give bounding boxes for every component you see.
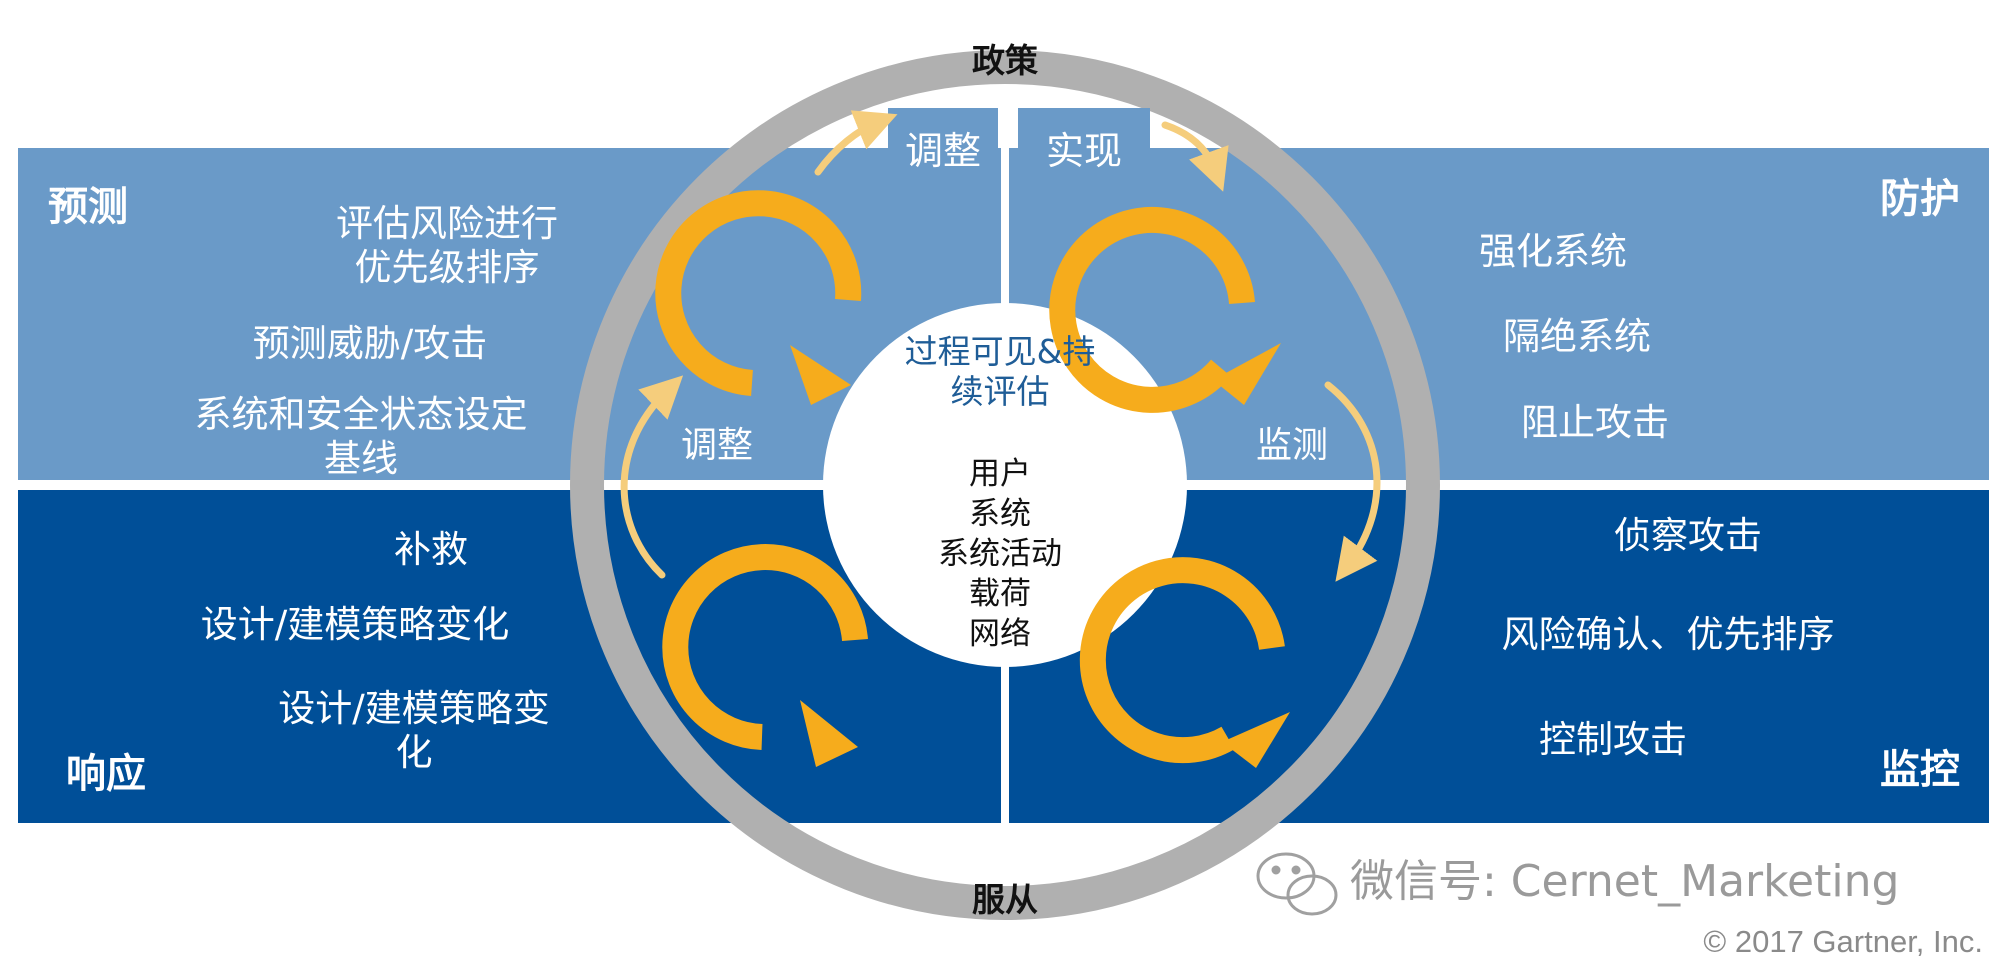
core-title-line1: 过程可见&持 — [905, 332, 1096, 371]
cycle-label-monitor: 监测 — [1256, 425, 1328, 466]
copyright-text: © 2017 Gartner, Inc. — [1703, 924, 1983, 959]
respond-item: 设计/建模策略变 — [278, 687, 549, 730]
cycle-arrowhead-top-right — [1213, 343, 1281, 405]
tab-adjust-label: 调整 — [905, 129, 981, 173]
cycle-arrow-bottom-right — [1079, 557, 1285, 764]
predict-title: 预测 — [48, 184, 128, 230]
prevent-item: 隔绝系统 — [1503, 315, 1651, 358]
predict-item: 系统和安全状态设定 — [195, 393, 528, 436]
prevent-title: 防护 — [1880, 176, 1960, 222]
tab-implement-bg — [1018, 108, 1150, 184]
ring-label-compliance: 服从 — [972, 880, 1038, 919]
cycle-arrowhead-bottom-left — [800, 700, 858, 767]
tab-implement-label: 实现 — [1046, 129, 1122, 173]
outer-ring — [570, 50, 1440, 920]
detect-item: 控制攻击 — [1539, 718, 1687, 761]
prevent-item: 阻止攻击 — [1521, 401, 1669, 444]
detect-item: 侦察攻击 — [1614, 514, 1762, 557]
cycle-label-adjust: 调整 — [681, 425, 753, 466]
cycle-arrowhead-bottom-right — [1222, 712, 1290, 768]
core-item: 网络 — [969, 616, 1031, 652]
connector-arrow-top-right — [1161, 121, 1229, 192]
predict-item: 评估风险进行 — [336, 202, 558, 245]
core-item: 用户 — [969, 456, 1031, 492]
cycle-arrow-top-left — [655, 190, 862, 396]
cycle-arrow-bottom-left — [662, 544, 868, 750]
ring-label-policy: 政策 — [972, 41, 1038, 80]
core-title-line2: 续评估 — [951, 372, 1050, 411]
predict-item: 基线 — [324, 437, 398, 480]
watermark-text: 微信号: Cernet_Marketing — [1350, 856, 1899, 907]
detect-title: 监控 — [1880, 747, 1960, 793]
respond-item: 化 — [396, 731, 433, 774]
detect-item: 风险确认、优先排序 — [1502, 613, 1835, 656]
connector-arrow-top-left — [814, 110, 898, 176]
wechat-icon — [1256, 852, 1338, 916]
core-item: 系统 — [969, 496, 1031, 532]
cycle-arrow-top-right — [1049, 206, 1255, 413]
respond-item: 设计/建模策略变化 — [201, 603, 509, 646]
respond-title: 响应 — [66, 751, 146, 797]
respond-item: 补救 — [394, 528, 468, 571]
prevent-item: 强化系统 — [1479, 230, 1627, 273]
predict-item: 优先级排序 — [355, 246, 540, 289]
connector-arrow-right — [1324, 381, 1381, 582]
cycle-arrowhead-top-left — [790, 345, 851, 405]
core-item: 载荷 — [969, 576, 1031, 612]
connector-arrow-left — [620, 375, 684, 579]
predict-item: 预测威胁/攻击 — [253, 322, 487, 365]
tab-adjust-bg — [888, 108, 998, 184]
core-item: 系统活动 — [938, 536, 1062, 572]
